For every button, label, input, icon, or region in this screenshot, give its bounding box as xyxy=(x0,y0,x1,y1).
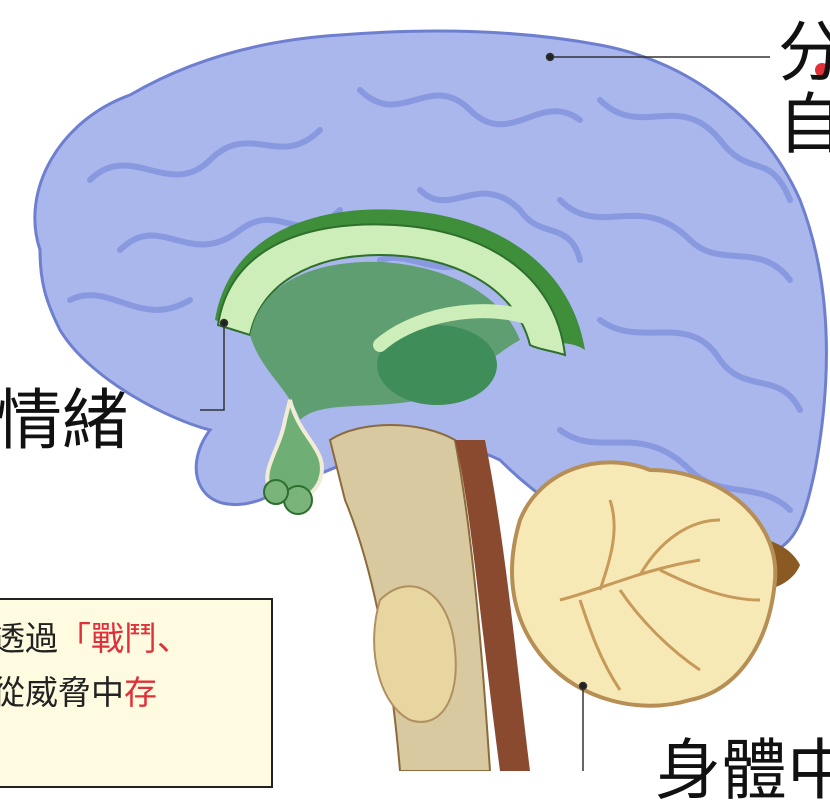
limbic-arc-light xyxy=(216,223,567,357)
brainstem-core xyxy=(455,440,530,771)
leader-lines xyxy=(200,52,770,771)
cerebellum-label: 身體中 xyxy=(655,732,830,809)
note-line-1-highlight: 「戰鬥、 xyxy=(58,619,190,658)
red-mark xyxy=(815,63,829,77)
fornix xyxy=(373,304,552,352)
note-line-1-plain: 透過 xyxy=(0,619,58,658)
note-box: 透過「戰鬥、 從威脅中存 xyxy=(0,598,273,788)
note-line-1: 透過「戰鬥、 xyxy=(0,612,190,660)
cortex-label-line1: 分 xyxy=(778,14,830,91)
mammillary xyxy=(263,479,289,505)
note-line-2-plain: 從威脅中 xyxy=(0,673,124,712)
cortex-label-line2: 自 xyxy=(778,86,830,163)
note-line-2-highlight: 存 xyxy=(124,673,157,712)
pons xyxy=(373,585,457,723)
limbic-label: 情緒 xyxy=(0,382,128,459)
cerebellum xyxy=(510,460,778,708)
cerebellum-arbor xyxy=(559,499,761,691)
note-line-2: 從威脅中存 xyxy=(0,666,157,714)
thalamus xyxy=(377,325,497,405)
brain-diagram xyxy=(33,29,829,771)
